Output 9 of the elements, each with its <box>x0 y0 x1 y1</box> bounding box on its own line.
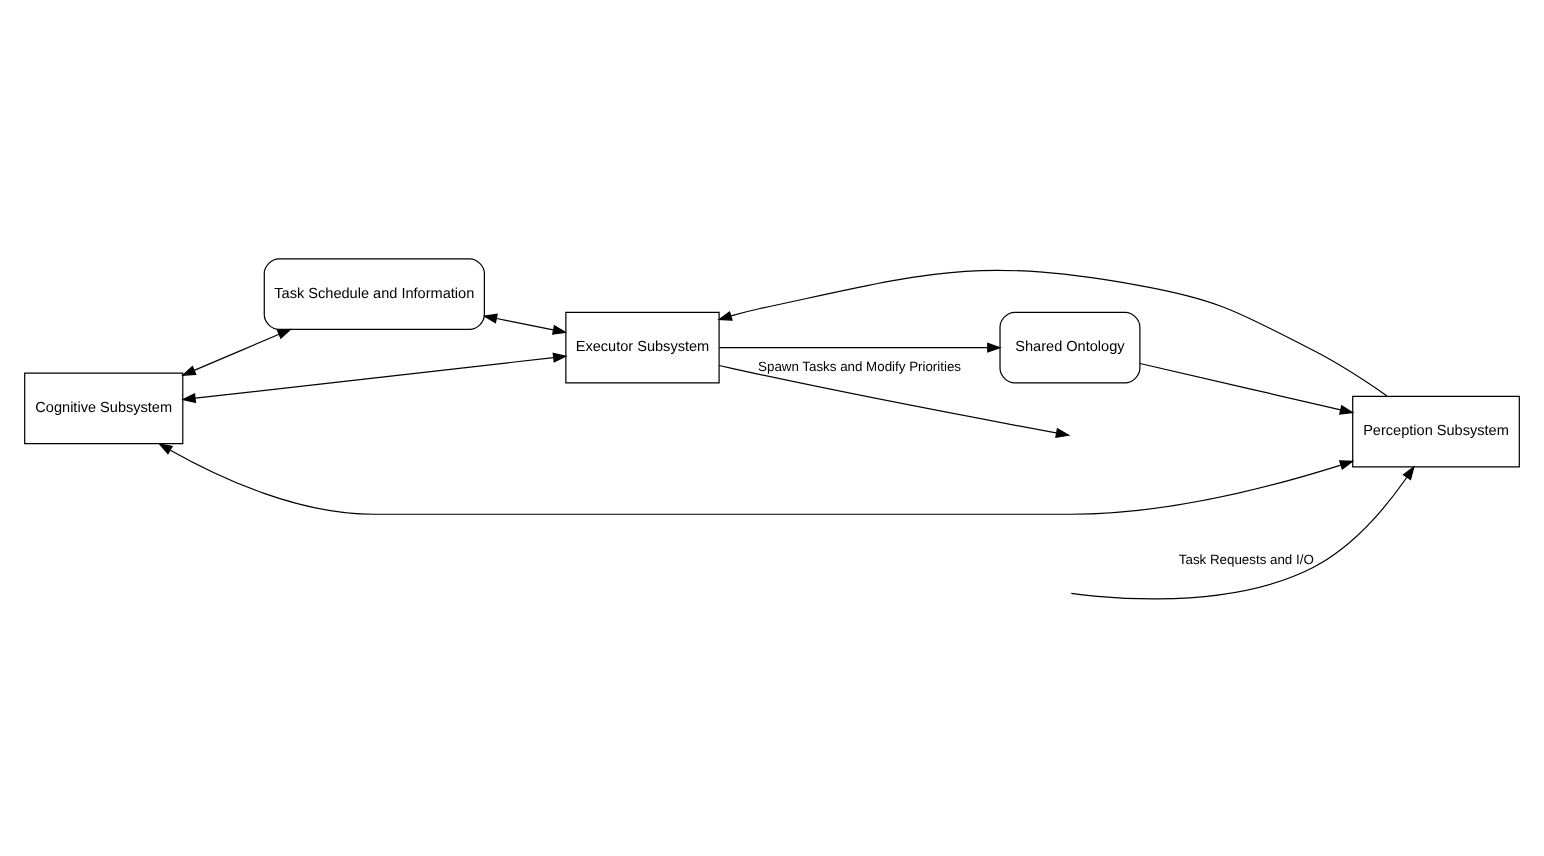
arrow <box>1139 361 1355 414</box>
arrow <box>157 442 1355 514</box>
arrow <box>718 363 1071 437</box>
arrow <box>718 341 1002 352</box>
arrow <box>717 268 1388 396</box>
arrow <box>181 327 292 375</box>
arrow <box>1070 464 1415 599</box>
arrow <box>181 351 568 403</box>
arrow <box>482 312 568 334</box>
